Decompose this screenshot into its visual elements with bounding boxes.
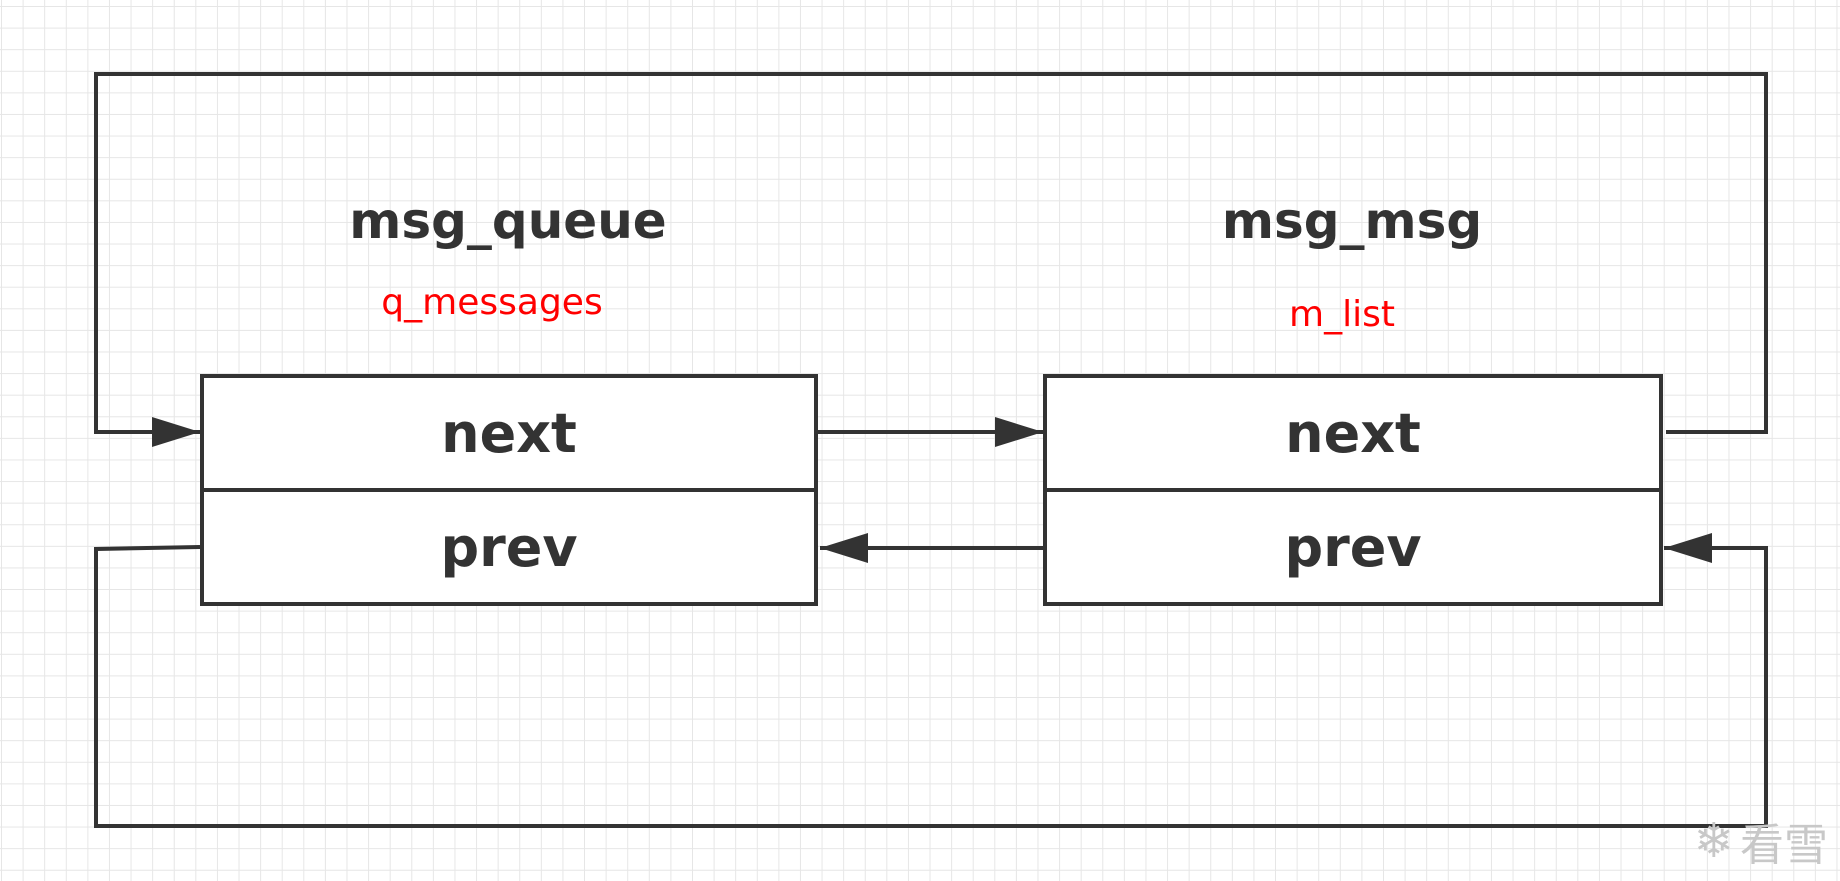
- next-label: next: [1285, 401, 1421, 465]
- node-title-msg-msg: msg_msg: [1221, 192, 1483, 250]
- field-label-q-messages: q_messages: [381, 282, 603, 323]
- next-label: next: [441, 401, 577, 465]
- node-title-msg-queue: msg_queue: [349, 192, 667, 250]
- node-msg-msg-next-cell: next: [1043, 374, 1663, 492]
- prev-label: prev: [1284, 515, 1422, 579]
- watermark: ❄ 看雪: [1694, 809, 1828, 873]
- node-msg-queue-prev-cell: prev: [200, 488, 818, 606]
- wrap-prev-arrow: [94, 533, 1768, 828]
- node-msg-msg-prev-cell: prev: [1043, 488, 1663, 606]
- watermark-text: 看雪: [1740, 820, 1828, 871]
- wrap-next-arrow: [94, 72, 1768, 447]
- prev-label: prev: [440, 515, 578, 579]
- field-label-m-list: m_list: [1289, 294, 1395, 335]
- node-msg-queue-next-cell: next: [200, 374, 818, 492]
- snowflake-icon: ❄: [1693, 813, 1734, 869]
